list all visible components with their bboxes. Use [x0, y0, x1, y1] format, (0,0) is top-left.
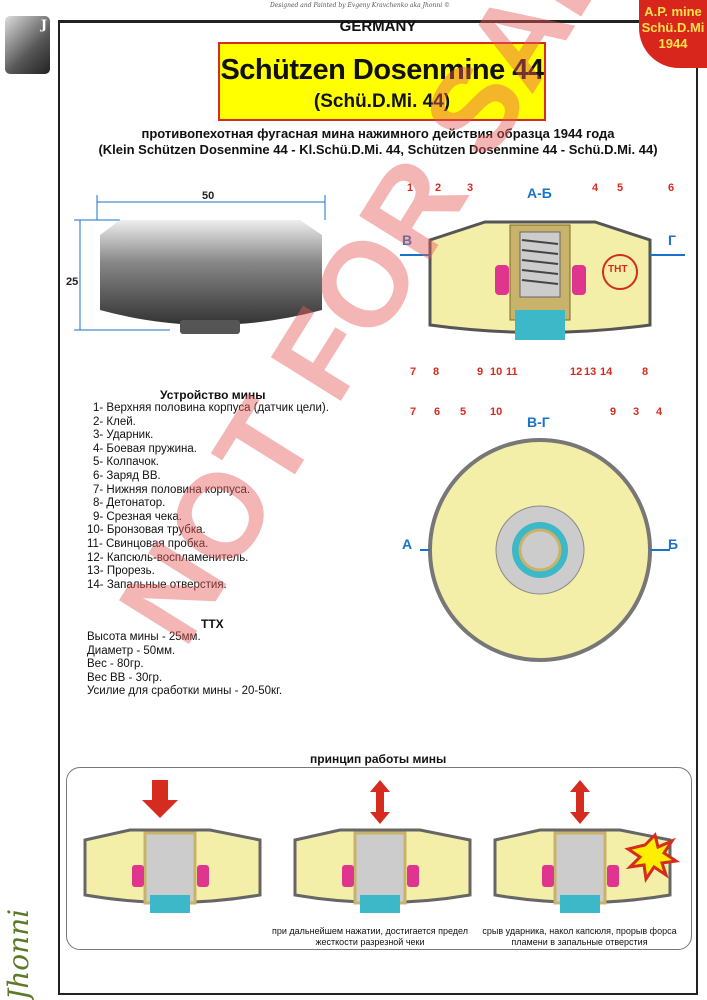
section-ab-right: Г [668, 232, 676, 248]
list-item: 10- Бронзовая трубка. [87, 524, 206, 537]
callout: 11 [506, 366, 518, 378]
callout: 1 [407, 182, 414, 194]
list-item: 14- Запальные отверстия. [87, 578, 227, 591]
callout: 6 [668, 182, 675, 194]
callout: 7 [410, 406, 417, 418]
section-vg-diagram [420, 438, 670, 662]
device-list: 1- Верхняя половина корпуса (датчик цели… [87, 402, 329, 592]
badge-line: 1944 [658, 36, 688, 51]
principle-caption-3: срыв ударника, накол капсюля, прорыв фор… [482, 926, 677, 947]
section-ab-diagram [400, 220, 685, 340]
dimension-width: 50 [202, 190, 215, 202]
list-item: 11- Свинцовая пробка. [87, 537, 209, 550]
list-item: 5- Колпачок. [93, 456, 159, 469]
country-label: GERMANY [339, 18, 417, 35]
tnt-label: ТНТ [608, 264, 628, 275]
badge-line: Schü.D.Mi [641, 20, 705, 35]
corner-badge: A.P. mine Schü.D.Mi 1944 [639, 0, 707, 68]
callout: 3 [467, 182, 474, 194]
callout: 13 [584, 366, 597, 378]
callout: 6 [434, 406, 441, 418]
list-item: Усилие для сработки мины - 20-50кг. [87, 685, 283, 698]
list-item: 1- Верхняя половина корпуса (датчик цели… [93, 402, 329, 414]
callout: 3 [633, 406, 640, 418]
callout: 10 [490, 366, 503, 378]
callout: 7 [410, 366, 417, 378]
principle-heading: принцип работы мины [310, 752, 447, 766]
principle-diagrams [83, 780, 680, 915]
callout: 4 [656, 406, 663, 418]
callout: 2 [435, 182, 442, 194]
list-item: 13- Прорезь. [87, 565, 155, 578]
device-heading: Устройство мины [160, 388, 266, 402]
list-item: 3- Ударник. [93, 429, 154, 442]
specs-list: Высота мины - 25мм. Диаметр - 50мм. Вес … [87, 631, 282, 699]
callout: 5 [617, 182, 624, 194]
principle-panel [66, 767, 692, 950]
list-item: 6- Заряд ВВ. [93, 469, 161, 482]
title-box: Schützen Dosenmine 44 (Schü.D.Mi. 44) [218, 42, 546, 121]
badge-line: A.P. mine [644, 4, 702, 19]
list-item: 7- Нижняя половина корпуса. [93, 483, 251, 496]
list-item: Диаметр - 50мм. [87, 644, 176, 657]
callout: 5 [460, 406, 467, 418]
callout: 12 [570, 366, 583, 378]
signature: Jhonni [2, 908, 35, 1000]
principle-caption-2: при дальнейшем нажатии, достигается пред… [272, 926, 468, 947]
section-vg-right: Б [668, 536, 679, 552]
callout: 10 [490, 406, 503, 418]
callout: 8 [642, 366, 649, 378]
callout: 4 [592, 182, 599, 194]
list-item: 2- Клей. [93, 415, 136, 428]
credit-line: Designed and Painted by Evgeny Kravchenk… [269, 2, 451, 9]
page-subtitle: (Schü.D.Mi. 44) [313, 91, 451, 112]
author-photo: J [5, 16, 50, 74]
description-names: (Klein Schützen Dosenmine 44 - Kl.Schü.D… [98, 142, 658, 157]
list-item: 8- Детонатор. [93, 497, 166, 510]
section-vg-left: А [402, 536, 413, 552]
page-title: Schützen Dosenmine 44 [220, 54, 544, 86]
mine-external-view [74, 195, 326, 334]
specs-heading: ТТХ [201, 617, 224, 631]
list-item: 12- Капсюль-воспламенитель. [87, 551, 249, 564]
list-item: Высота мины - 25мм. [87, 631, 201, 643]
list-item: Вес - 80гр. [87, 658, 144, 671]
callout: 9 [477, 366, 484, 378]
callout: 9 [610, 406, 617, 418]
section-vg-title: В-Г [527, 414, 550, 430]
list-item: Вес ВВ - 30гр. [87, 671, 163, 684]
list-item: 4- Боевая пружина. [93, 442, 197, 455]
dimension-height: 25 [66, 276, 79, 288]
description-ru: противопехотная фугасная мина нажимного … [141, 126, 615, 141]
callout: 14 [600, 366, 613, 378]
section-ab-left: В [402, 232, 413, 248]
list-item: 9- Срезная чека. [93, 510, 182, 523]
poster-frame [58, 20, 698, 995]
section-ab-title: А-Б [527, 185, 552, 201]
callout: 8 [433, 366, 440, 378]
